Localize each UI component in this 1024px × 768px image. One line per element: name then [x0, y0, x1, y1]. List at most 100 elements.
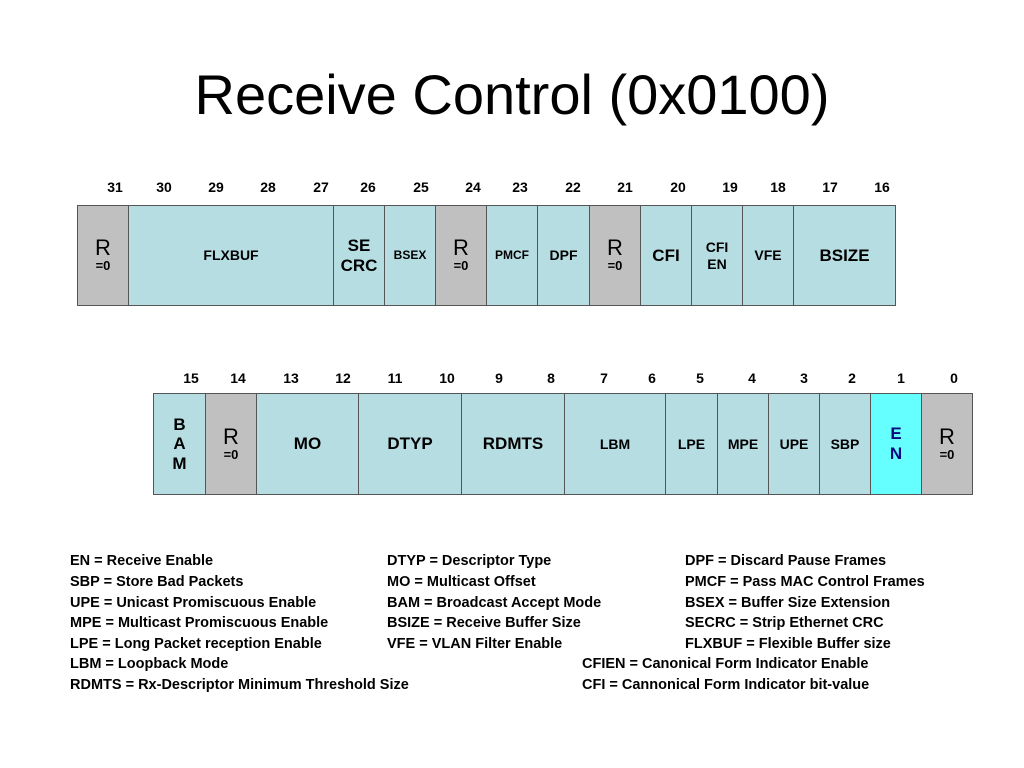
bit-number: 2	[848, 370, 856, 386]
field-vfe: VFE	[742, 205, 794, 306]
bit-number: 5	[696, 370, 704, 386]
bit-number: 1	[897, 370, 905, 386]
legend-entry: MPE = Multicast Promiscuous Enable	[70, 615, 329, 631]
field-label: =0	[939, 446, 955, 462]
bit-number: 13	[283, 370, 299, 386]
field-label: FLXBUF	[203, 247, 259, 264]
field-reserved-bit31: R =0	[77, 205, 129, 306]
legend-entry: DPF = Discard Pause Frames	[685, 553, 887, 569]
legend-entry: DTYP = Descriptor Type	[387, 553, 552, 569]
field-dpf: DPF	[537, 205, 590, 306]
bit-number: 8	[547, 370, 555, 386]
bit-number: 6	[648, 370, 656, 386]
field-reserved-bit14: R =0	[205, 393, 257, 495]
field-label: R	[223, 423, 239, 449]
bit-number: 16	[874, 179, 890, 195]
field-cfien: CFI EN	[691, 205, 743, 306]
legend-entry: EN = Receive Enable	[70, 553, 214, 569]
field-sbp: SBP	[819, 393, 871, 495]
field-label: SE	[347, 235, 371, 255]
legend-entry: UPE = Unicast Promiscuous Enable	[70, 595, 317, 611]
field-reserved-bit24: R =0	[435, 205, 487, 306]
field-reserved-bit21: R =0	[589, 205, 641, 306]
bit-number: 26	[360, 179, 376, 195]
bit-number: 15	[183, 370, 199, 386]
field-label: PMCF	[495, 247, 529, 262]
legend-entry: BAM = Broadcast Accept Mode	[387, 595, 602, 611]
bit-number: 29	[208, 179, 224, 195]
legend-entry: CFIEN = Canonical Form Indicator Enable	[582, 656, 869, 672]
bit-number: 10	[439, 370, 455, 386]
field-label: =0	[223, 446, 239, 462]
bit-number: 3	[800, 370, 808, 386]
legend-entry: PMCF = Pass MAC Control Frames	[685, 574, 925, 590]
legend-entry: SECRC = Strip Ethernet CRC	[685, 615, 884, 631]
field-label: =0	[453, 258, 469, 274]
field-mpe: MPE	[717, 393, 769, 495]
legend-entry: BSEX = Buffer Size Extension	[685, 595, 891, 611]
field-label: RDMTS	[482, 434, 544, 454]
field-label: R	[453, 235, 469, 261]
legend-entry: MO = Multicast Offset	[387, 574, 536, 590]
field-secrc: SE CRC	[333, 205, 385, 306]
field-label: LBM	[599, 435, 631, 452]
legend-entry: VFE = VLAN Filter Enable	[387, 636, 563, 652]
legend-entry: CFI = Cannonical Form Indicator bit-valu…	[582, 677, 870, 693]
field-dtyp: DTYP	[358, 393, 462, 495]
field-bsex: BSEX	[384, 205, 436, 306]
field-label: DPF	[549, 247, 578, 264]
field-lbm: LBM	[564, 393, 666, 495]
legend-entry: LPE = Long Packet reception Enable	[70, 636, 322, 652]
field-label: SBP	[830, 435, 860, 452]
legend-entry: BSIZE = Receive Buffer Size	[387, 615, 581, 631]
bit-number: 31	[107, 179, 123, 195]
field-label: DTYP	[387, 434, 433, 454]
field-label: MPE	[727, 435, 759, 452]
field-en: E N	[870, 393, 922, 495]
field-bsize: BSIZE	[793, 205, 896, 306]
field-label: BSEX	[393, 247, 427, 262]
bit-number: 0	[950, 370, 958, 386]
field-label: R	[939, 423, 955, 449]
bit-number: 9	[495, 370, 503, 386]
legend-entry: SBP = Store Bad Packets	[70, 574, 244, 590]
legend-entry: RDMTS = Rx-Descriptor Minimum Threshold …	[70, 677, 409, 693]
field-label: MO	[293, 434, 322, 454]
field-label: VFE	[754, 247, 782, 264]
field-label: CRC	[340, 255, 378, 275]
field-label: =0	[95, 258, 111, 274]
field-rdmts: RDMTS	[461, 393, 565, 495]
bit-number: 21	[617, 179, 633, 195]
field-label: LPE	[677, 435, 706, 452]
field-label: CFI	[705, 239, 729, 256]
bit-number: 14	[230, 370, 246, 386]
bit-number: 17	[822, 179, 838, 195]
bit-number: 12	[335, 370, 351, 386]
bit-number: 18	[770, 179, 786, 195]
field-bam: B A M	[153, 393, 206, 495]
bit-number: 24	[465, 179, 481, 195]
bit-number: 30	[156, 179, 172, 195]
field-label: BSIZE	[819, 245, 870, 265]
field-label: B	[173, 414, 186, 434]
bit-number: 11	[387, 370, 403, 386]
legend-entry: FLXBUF = Flexible Buffer size	[685, 636, 891, 652]
page-title: Receive Control (0x0100)	[194, 63, 830, 126]
bit-number: 20	[670, 179, 686, 195]
field-lpe: LPE	[665, 393, 718, 495]
bit-number: 19	[722, 179, 738, 195]
bit-number: 28	[260, 179, 276, 195]
field-label: =0	[607, 258, 623, 274]
field-reserved-bit0: R =0	[921, 393, 973, 495]
bit-number: 27	[313, 179, 329, 195]
field-flxbuf: FLXBUF	[128, 205, 334, 306]
bit-number: 25	[413, 179, 429, 195]
field-pmcf: PMCF	[486, 205, 538, 306]
bit-number: 4	[748, 370, 756, 386]
field-label: R	[95, 235, 111, 261]
field-label: CFI	[652, 245, 680, 265]
legend-entry: LBM = Loopback Mode	[70, 656, 229, 672]
field-mo: MO	[256, 393, 359, 495]
field-label: N	[889, 444, 903, 463]
field-label: E	[890, 424, 902, 444]
